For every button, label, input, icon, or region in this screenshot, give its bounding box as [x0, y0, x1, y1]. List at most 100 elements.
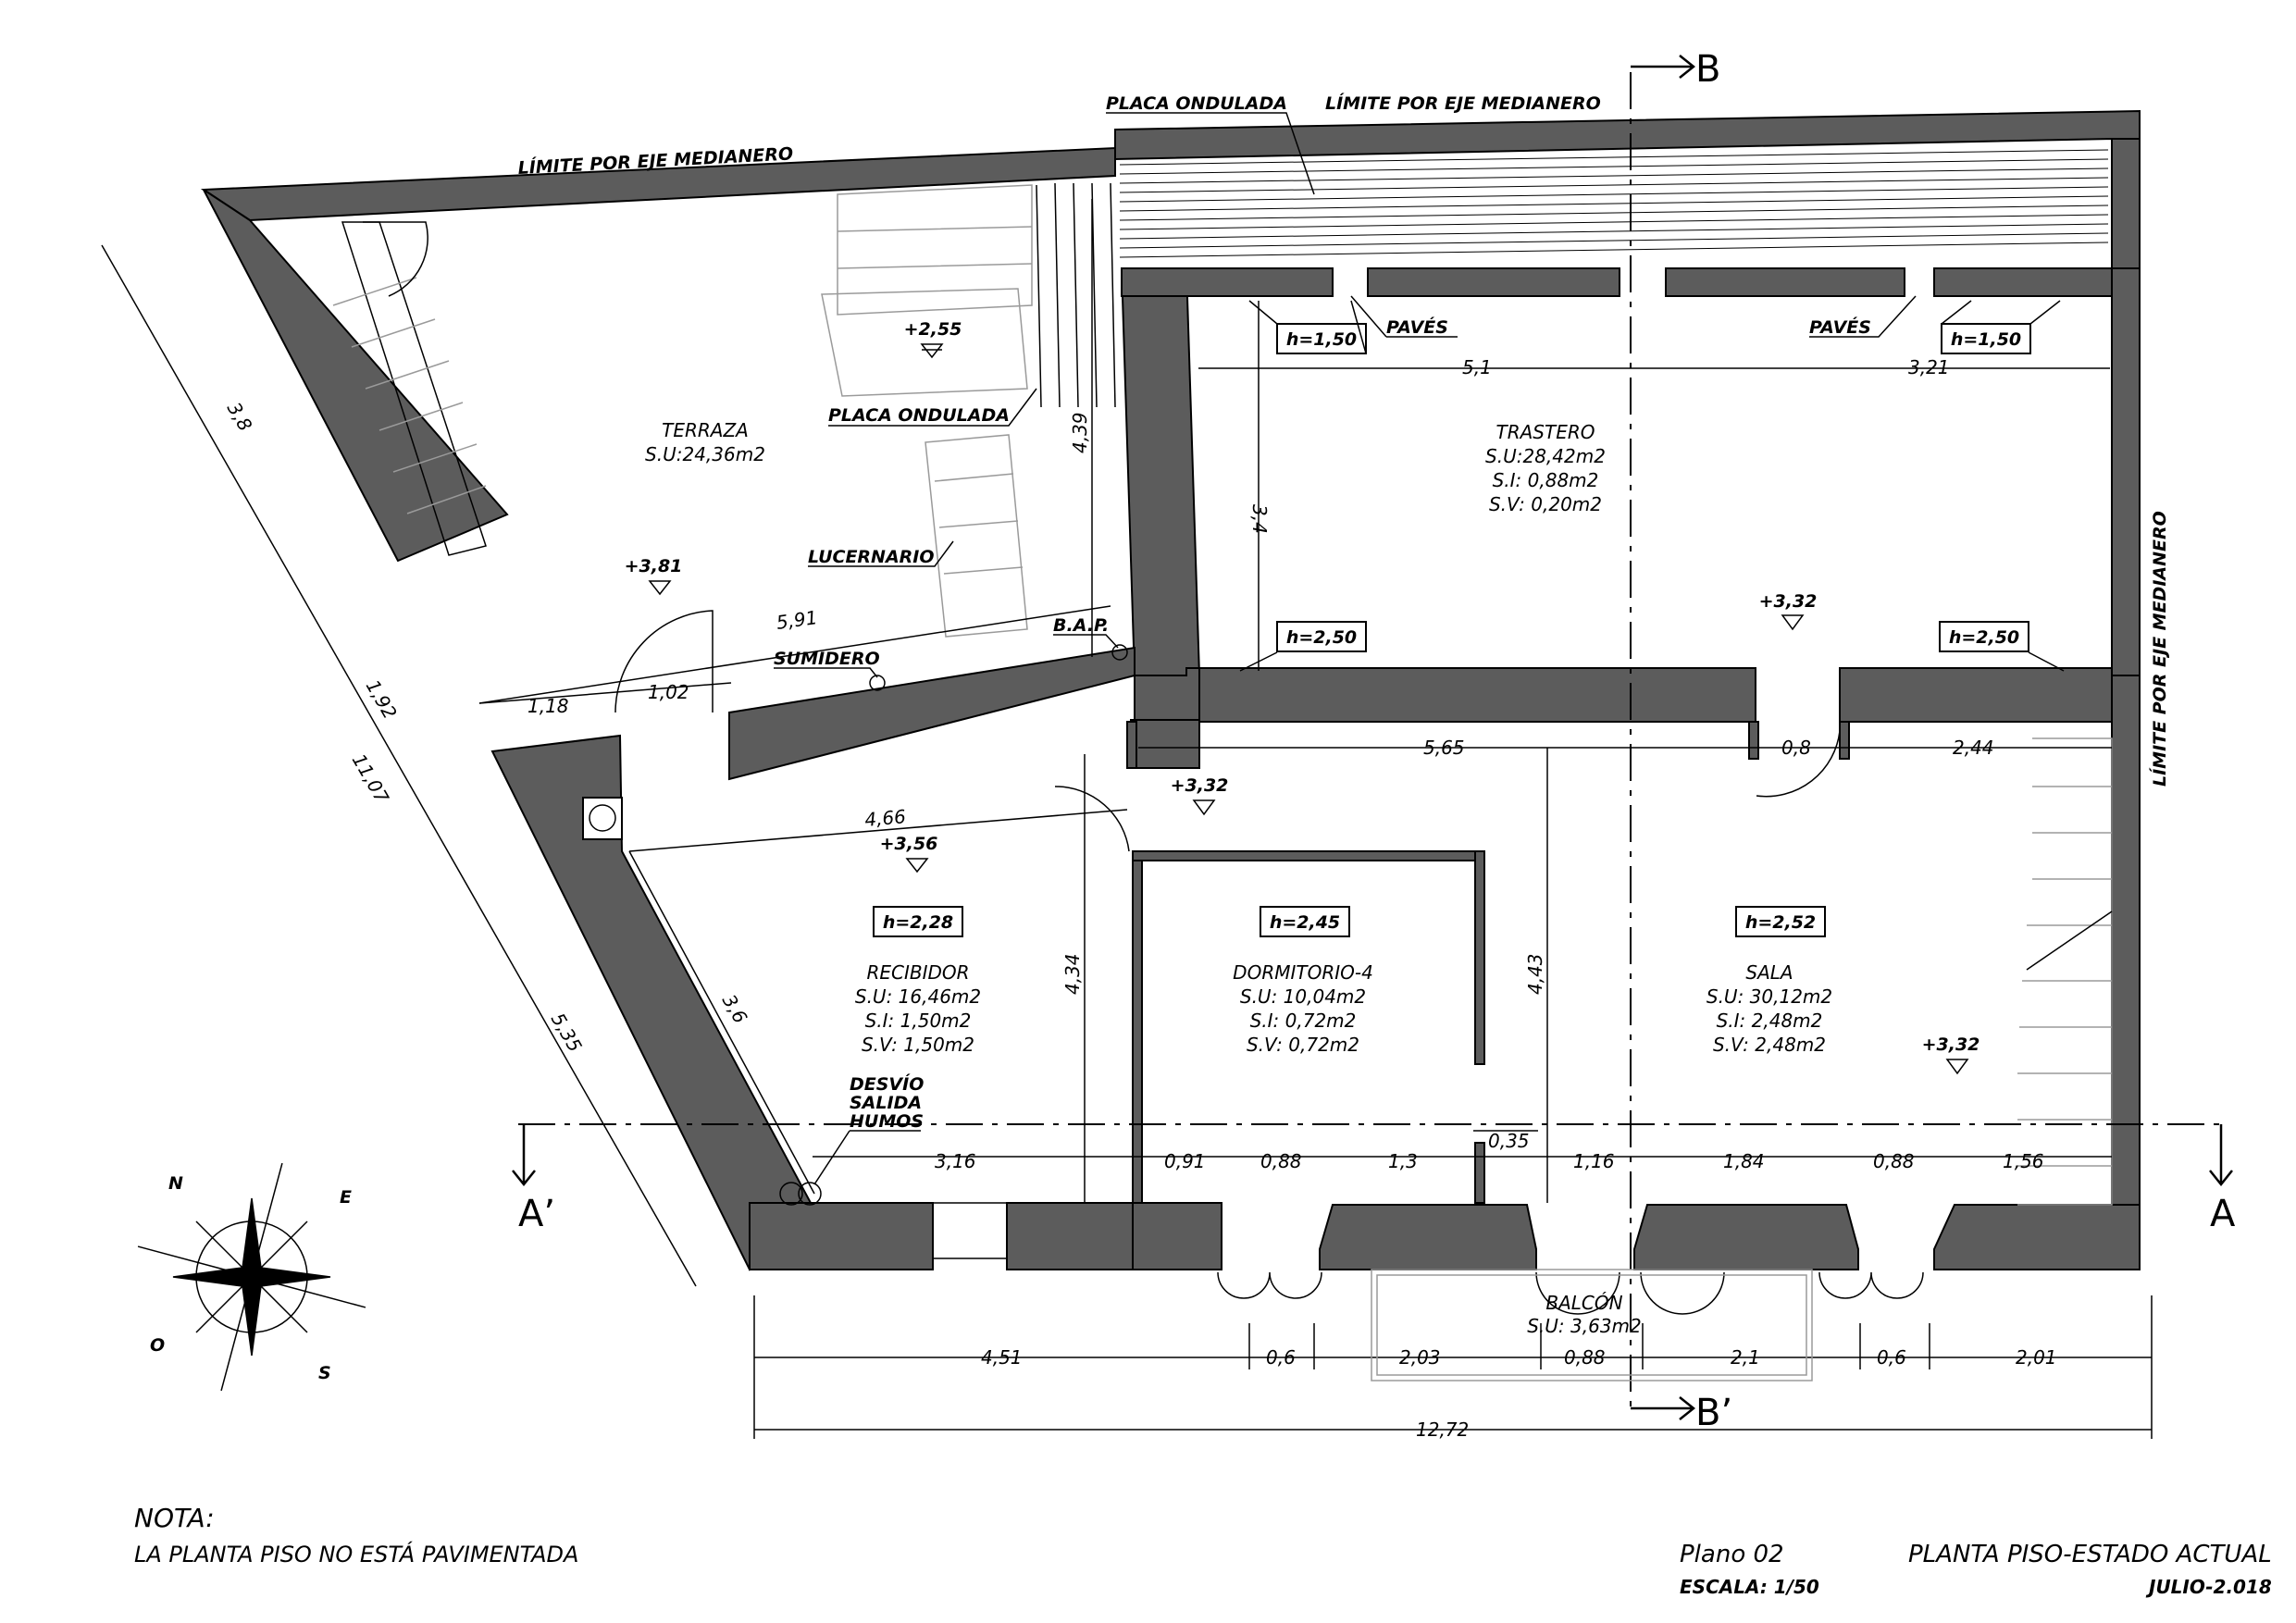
- lucernario-label: LUCERNARIO: [808, 547, 935, 567]
- desvio-label-3: HUMOS: [850, 1111, 924, 1132]
- note-title: NOTA:: [134, 1503, 215, 1533]
- placa-ondulada-top: PLACA ONDULADA: [1106, 93, 1287, 114]
- wall-trastero-n3: [1665, 267, 1905, 297]
- desvio-label-1: DESVÍO: [850, 1073, 924, 1095]
- dim-3-4: 3,4: [1248, 504, 1271, 534]
- dormitorio-si: S.I: 0,72m2: [1250, 1010, 1357, 1032]
- walls: [200, 109, 2141, 1271]
- section-lines: [512, 55, 2233, 1420]
- recibidor-si: S.I: 1,50m2: [865, 1010, 972, 1032]
- trastero-name: TRASTERO: [1496, 421, 1595, 443]
- paves-2: PAVÉS: [1809, 316, 1871, 338]
- escala: ESCALA: 1/50: [1680, 1576, 1819, 1598]
- dim-0-8: 0,8: [1781, 737, 1811, 759]
- height-leaders: [1239, 300, 2065, 672]
- level-6: +3,32: [1922, 1035, 1980, 1055]
- dim-4-34: 4,34: [1061, 953, 1084, 995]
- dim-2-44: 2,44: [1953, 737, 1994, 759]
- limit-right-label: LÍMITE POR EJE MEDIANERO: [2149, 511, 2170, 787]
- wall-trastero-e: [2111, 267, 2141, 676]
- height-2: h=1,50: [1951, 329, 2021, 350]
- paves-1: PAVÉS: [1386, 316, 1448, 338]
- recibidor-sv: S.V: 1,50m2: [862, 1034, 974, 1056]
- dim-1-16: 1,16: [1573, 1150, 1615, 1172]
- wall-west-upper: [203, 189, 509, 563]
- wall-sala-stub1: [1748, 721, 1759, 760]
- wall-trastero-sala-2: [1839, 667, 2113, 723]
- hatch-line: [1119, 214, 2109, 230]
- dim-4-51: 4,51: [981, 1346, 1023, 1369]
- wall-south-5: [1633, 1204, 1859, 1270]
- bap-icon: [1111, 644, 1128, 661]
- dim-0-88b: 0,88: [1873, 1150, 1915, 1172]
- hatch-line: [1119, 149, 2109, 166]
- plan-title: PLANTA PISO-ESTADO ACTUAL: [1908, 1541, 2272, 1568]
- recibidor-name: RECIBIDOR: [866, 961, 969, 984]
- wall-trastero-n1: [1121, 267, 1334, 297]
- sala-si: S.I: 2,48m2: [1717, 1010, 1823, 1032]
- hatch-line: [1119, 177, 2109, 193]
- recibidor-su: S.U: 16,46m2: [855, 985, 981, 1008]
- compass-rose-icon: N E S O: [137, 1162, 366, 1392]
- stairs-sala: [2017, 737, 2113, 1206]
- doors: [363, 221, 1924, 1381]
- dim-1-92: 1,92: [362, 676, 402, 724]
- wall-rec-stub: [1126, 721, 1137, 769]
- dim-5-35: 5,35: [547, 1010, 587, 1057]
- trastero-si: S.I: 0,88m2: [1493, 469, 1599, 491]
- hatch-line: [1119, 223, 2109, 240]
- dim-5-91: 5,91: [775, 606, 818, 634]
- wall-sala-stub2: [1839, 721, 1850, 760]
- wall-south-1: [749, 1202, 934, 1270]
- section-a2-label: A’: [518, 1193, 555, 1235]
- dim-4-39: 4,39: [1069, 412, 1091, 453]
- terraza-su: S.U:24,36m2: [645, 443, 765, 465]
- note-text: LA PLANTA PISO NO ESTÁ PAVIMENTADA: [134, 1541, 578, 1567]
- wall-corner-mid: [1130, 719, 1200, 769]
- level-2: +3,81: [625, 556, 683, 576]
- height-6: h=2,45: [1270, 912, 1340, 933]
- wall-north: [1114, 109, 2141, 269]
- wall-south-2: [1006, 1202, 1134, 1270]
- dim-1-56: 1,56: [2003, 1150, 2044, 1172]
- dim-1-02: 1,02: [648, 681, 689, 703]
- wall-dorm-west: [1132, 850, 1143, 1204]
- wall-south-4: [1319, 1204, 1537, 1270]
- dim-2-01: 2,01: [2016, 1346, 2057, 1369]
- compass-o: O: [150, 1335, 165, 1356]
- smoke-outlet-icon: [779, 1182, 803, 1206]
- sumidero-icon: [869, 675, 886, 691]
- sala-sv: S.V: 2,48m2: [1713, 1034, 1826, 1056]
- hatch-line: [1119, 204, 2109, 221]
- height-3: h=2,50: [1286, 627, 1357, 648]
- trastero-sv: S.V: 0,20m2: [1489, 493, 1602, 515]
- hatch-line: [1119, 242, 2109, 258]
- symbols: [582, 644, 1128, 1206]
- placa-ondulada-mid: PLACA ONDULADA: [828, 405, 1010, 426]
- dim-0-35: 0,35: [1488, 1130, 1530, 1152]
- annotations: LÍMITE POR EJE MEDIANERO LÍMITE POR EJE …: [517, 93, 2170, 1185]
- dormitorio-sv: S.V: 0,72m2: [1247, 1034, 1359, 1056]
- wall-terraza-south: [728, 646, 1200, 781]
- dim-5-1: 5,1: [1462, 356, 1492, 378]
- dim-4-66: 4,66: [863, 805, 906, 831]
- dim-3-16: 3,16: [935, 1150, 976, 1172]
- sumidero-label: SUMIDERO: [774, 649, 880, 669]
- terraza-name: TERRAZA: [662, 419, 749, 441]
- limit-top-label: LÍMITE POR EJE MEDIANERO: [1325, 93, 1601, 114]
- dim-1-18: 1,18: [527, 695, 569, 717]
- level-1: +2,55: [904, 319, 962, 340]
- hatch-line: [1119, 167, 2109, 184]
- dormitorio-su: S.U: 10,04m2: [1240, 985, 1366, 1008]
- balcon-su: S.U: 3,63m2: [1527, 1315, 1642, 1337]
- level-5: +3,56: [880, 834, 938, 854]
- sala-su: S.U: 30,12m2: [1706, 985, 1832, 1008]
- dim-3-21: 3,21: [1908, 356, 1950, 378]
- section-b-label: B: [1695, 48, 1720, 91]
- dim-2-1: 2,1: [1731, 1346, 1760, 1369]
- wall-dorm-east: [1474, 850, 1485, 1065]
- dim-12-72: 12,72: [1416, 1419, 1469, 1441]
- skylight-lucernario: [925, 434, 1028, 638]
- sala-name: SALA: [1745, 961, 1793, 984]
